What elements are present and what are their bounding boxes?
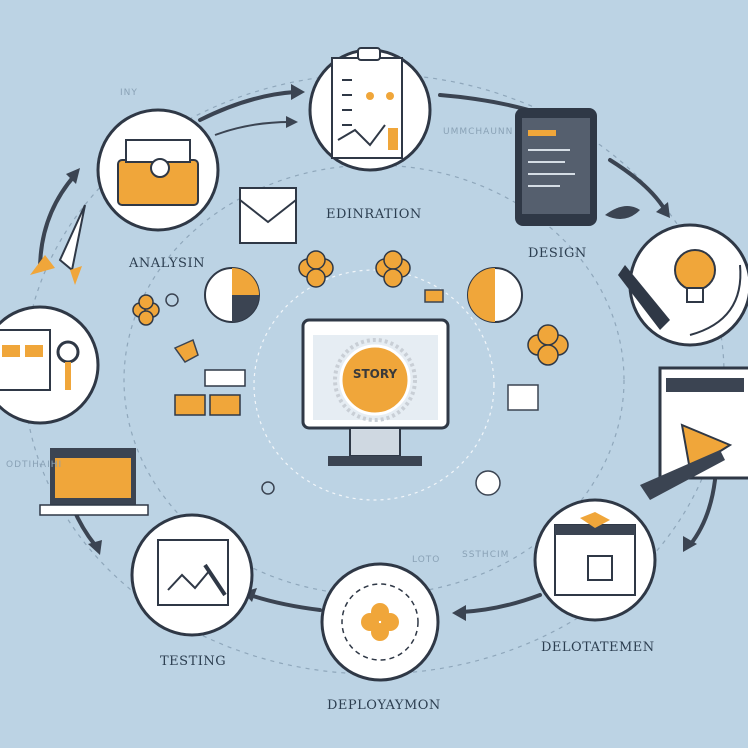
laptop-right [640,366,748,500]
envelope-icon [239,187,297,244]
label-analysis: ANALYSIN [129,256,205,271]
flower-icons [132,250,569,366]
middle-orbit [123,164,625,596]
idea-circle [618,223,748,347]
label-testing: TESTING [160,654,227,669]
label-design: DESIGN [528,246,587,261]
label-deployment: DEPLOYAYMON [327,698,441,713]
secondary-arrowhead [286,116,298,128]
decorative-icons [165,289,539,496]
faint-text-bottom-mid: LOTO [412,555,441,565]
inner-orbit [253,269,495,501]
faint-text-top-mid: UMMCHAUNN [443,127,514,137]
faint-text-bottom-right: SSTHCIM [462,550,510,560]
faint-text-top-left: INY [120,88,138,98]
center-story-label: STORY [352,367,398,381]
faint-text-left-side: ODTIHAIHI [6,460,63,470]
laptop-left [39,448,149,516]
edination-circle [308,47,432,172]
design-tablet [515,108,640,226]
review-circle [0,305,100,425]
label-edination: EDINRATION [326,207,422,222]
delotatemen-circle [533,498,657,622]
label-delotatemen: DELOTATEMEN [541,640,655,655]
testing-circle [130,513,254,637]
pie-chart-right [467,267,523,323]
flowchart-blocks [174,369,246,416]
deployment-circle [320,562,440,682]
analysis-circle [96,108,220,232]
secondary-arrow [214,121,291,136]
central-monitor [301,318,450,466]
rocket-icon [30,204,86,285]
pie-chart-left [204,267,260,323]
